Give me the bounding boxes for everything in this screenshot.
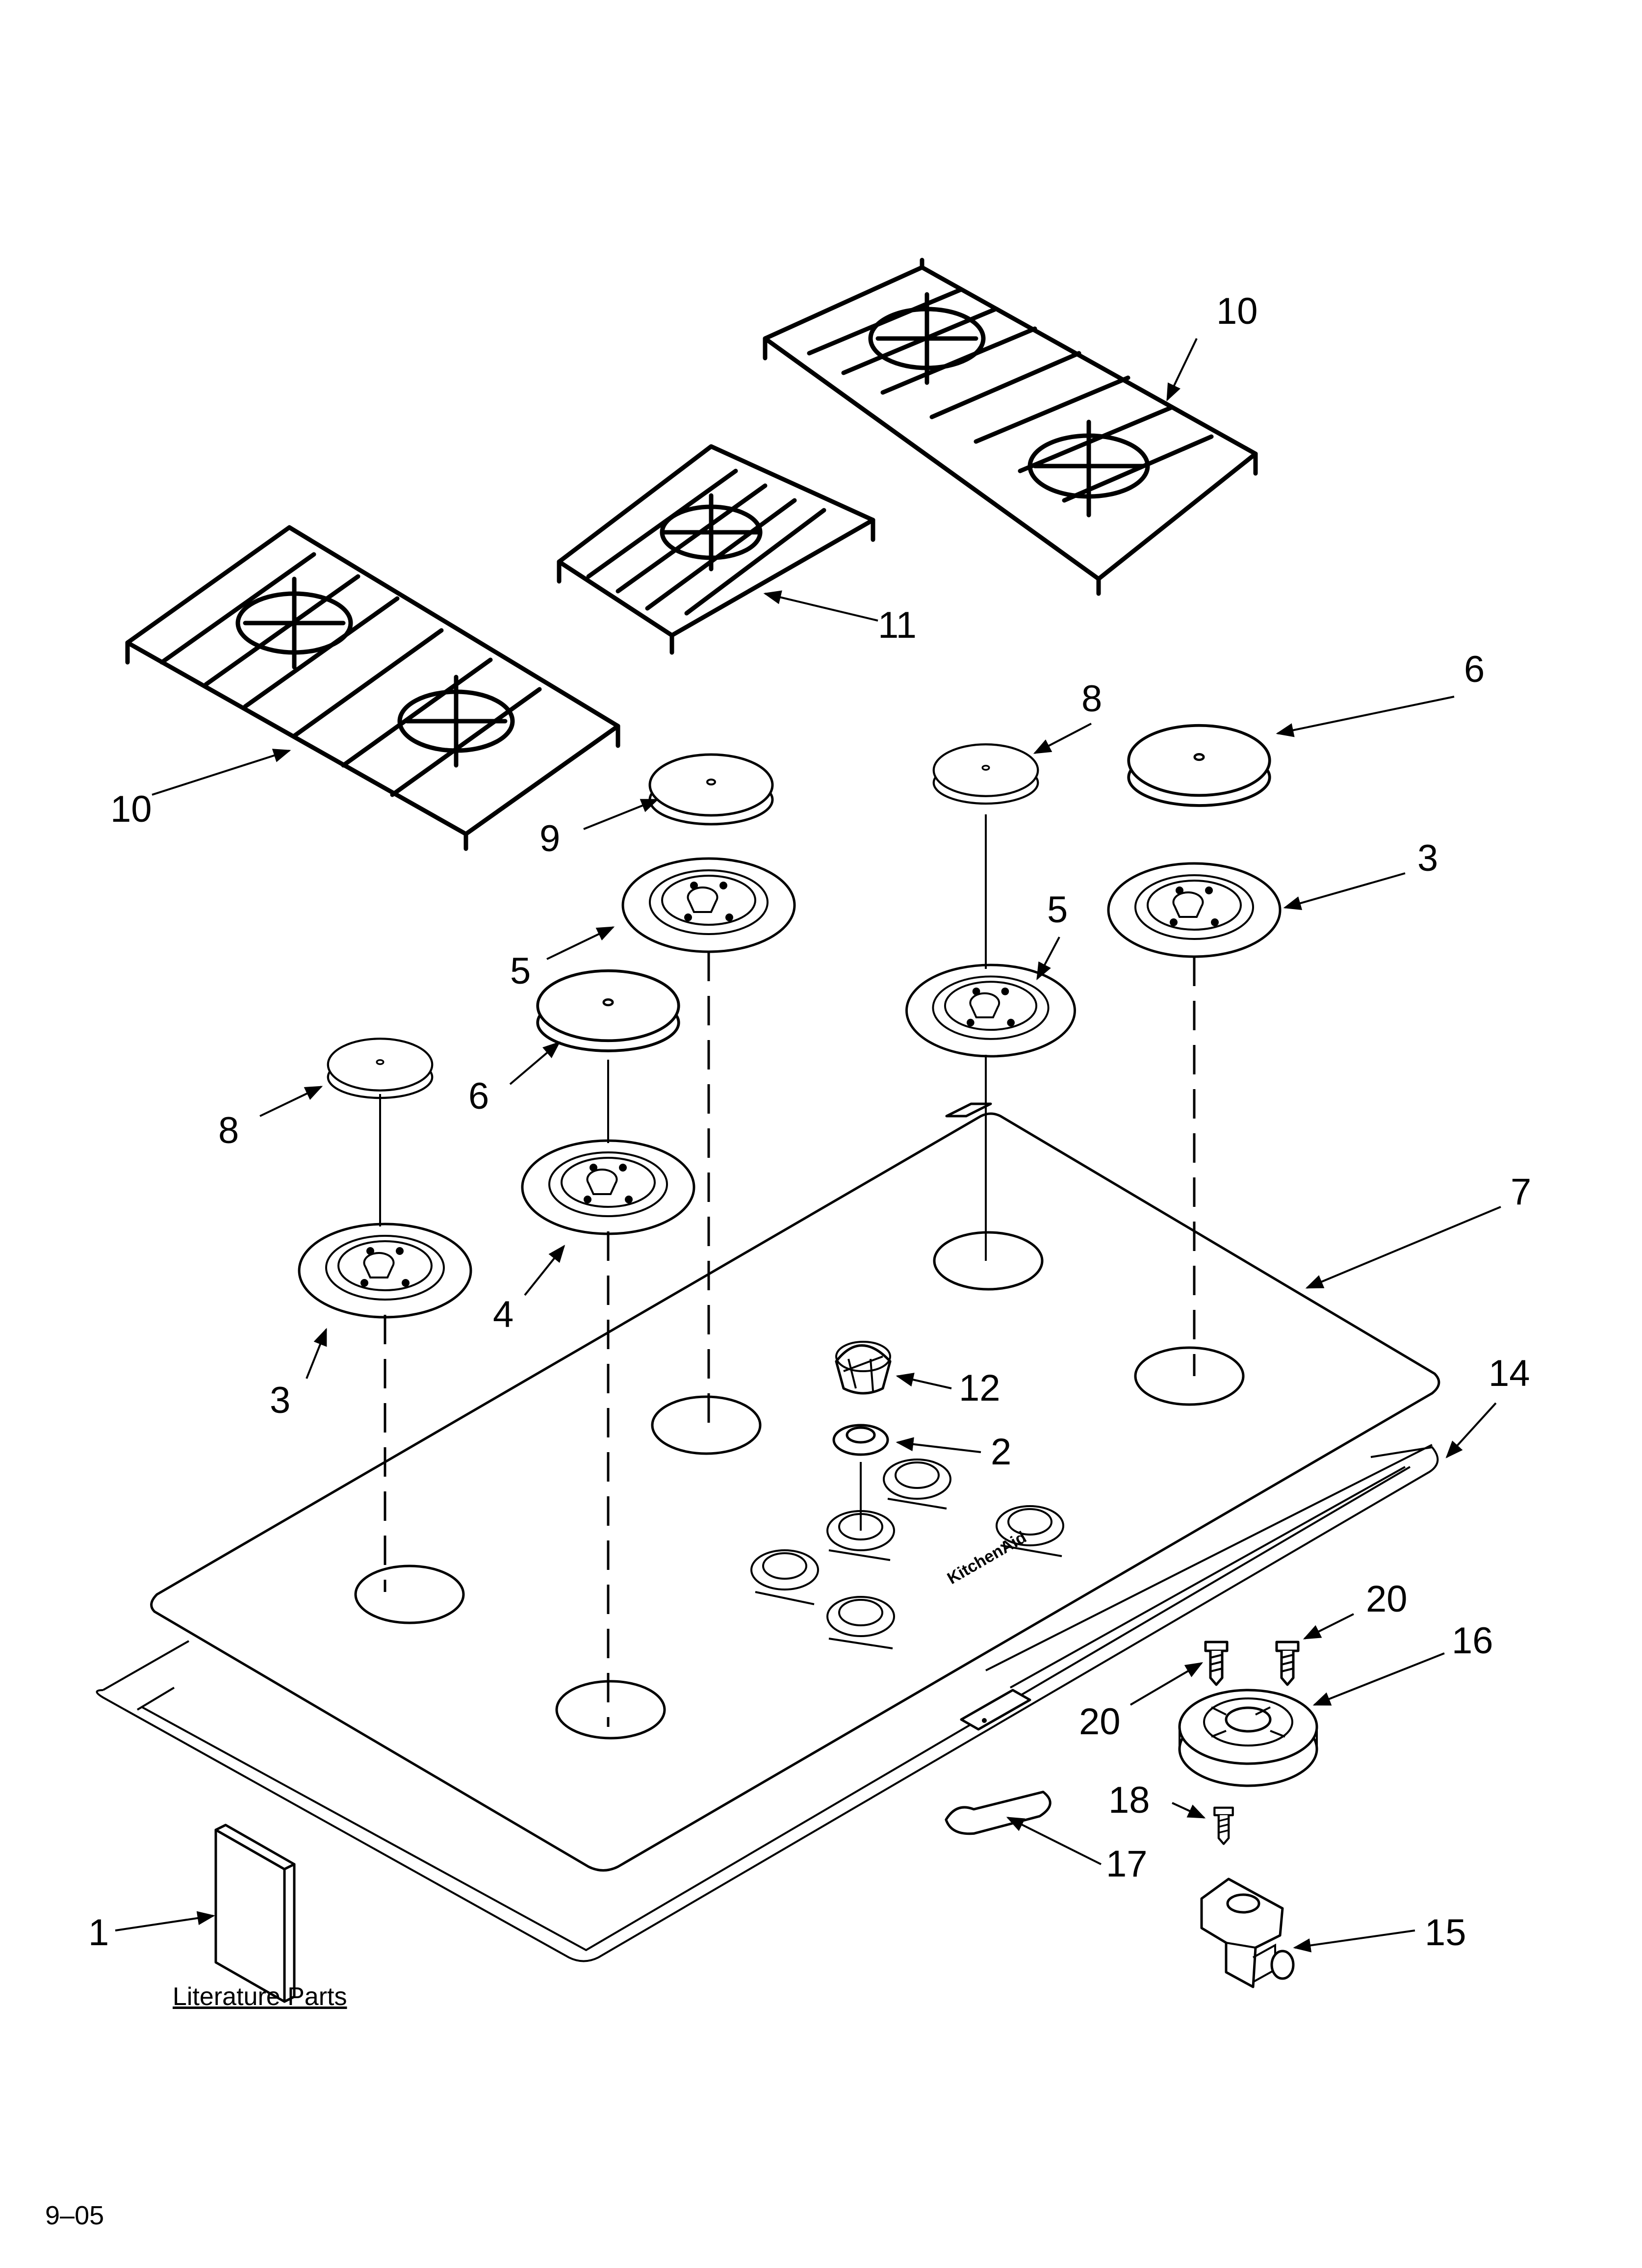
assembly-lines: [379, 814, 1196, 1727]
callout-8-right: 8: [1081, 678, 1102, 720]
control-knob-rings: [750, 1459, 1064, 1649]
callout-5-right: 5: [1047, 889, 1068, 931]
screw-20-left: [1206, 1642, 1227, 1685]
callout-20-right: 20: [1366, 1578, 1408, 1620]
burner-hole-front-center: [557, 1681, 665, 1738]
literature-binder: [214, 1824, 296, 2003]
callout-17: 17: [1106, 1843, 1148, 1885]
burner-cap-6-left: [538, 971, 679, 1051]
burner-hole-right: [1135, 1348, 1243, 1405]
callout-14: 14: [1488, 1353, 1530, 1394]
callout-15: 15: [1425, 1912, 1466, 1954]
burner-cap-8-left: [328, 1039, 433, 1098]
callout-8-left: 8: [218, 1110, 239, 1151]
screw-18: [1214, 1808, 1232, 1844]
trim-frame: [96, 1444, 1439, 1962]
callout-20-left: 20: [1079, 1701, 1121, 1743]
callout-5-left: 5: [510, 950, 531, 992]
burner-cap-8-right: [934, 744, 1038, 804]
grate-right: [763, 258, 1258, 596]
callout-12: 12: [959, 1367, 1001, 1409]
grommet-17: [945, 1791, 1052, 1835]
callout-9: 9: [539, 818, 560, 860]
callout-3-right: 3: [1417, 837, 1438, 879]
revision-code: 9–05: [45, 2201, 104, 2230]
callout-16: 16: [1452, 1620, 1493, 1662]
burner-base-3-right: [1108, 863, 1280, 957]
grate-center: [557, 444, 875, 655]
callout-10-right: 10: [1216, 290, 1258, 332]
callout-6-left: 6: [468, 1075, 489, 1117]
burner-head-16: [1178, 1689, 1318, 1787]
burner-base-4: [522, 1141, 694, 1234]
grate-left: [125, 525, 620, 851]
callout-3-left: 3: [270, 1380, 290, 1421]
valve-collar: [832, 1424, 889, 1456]
callout-2: 2: [991, 1431, 1011, 1473]
burner-base-bracket-15: [1200, 1877, 1295, 1988]
callout-6-right: 6: [1464, 649, 1485, 690]
screw-20-right: [1277, 1642, 1298, 1685]
cooktop-glass: KitchenAid: [150, 1102, 1440, 1872]
burner-hole-front-left: [356, 1566, 463, 1623]
literature-parts-label: Literature Parts: [173, 1982, 347, 2011]
callout-11: 11: [878, 604, 917, 646]
burner-base-5-top: [623, 859, 795, 952]
callouts: 10 11 10 6 8 9 3 5 5 6 8 7 4 3 12 2 14 2…: [88, 290, 1531, 1954]
burner-base-3-left: [299, 1224, 471, 1317]
burner-cap-9: [650, 755, 772, 824]
callout-18: 18: [1108, 1779, 1150, 1821]
control-knob: [835, 1341, 892, 1395]
burner-base-5-right: [906, 965, 1075, 1056]
burner-hole-rear: [934, 1232, 1042, 1289]
leader-lines: [115, 338, 1501, 1953]
callout-7: 7: [1511, 1171, 1531, 1213]
callout-4: 4: [493, 1294, 513, 1335]
burner-hole-center: [652, 1397, 760, 1454]
callout-10-left: 10: [110, 788, 152, 830]
burner-cap-6-right: [1129, 726, 1270, 806]
callout-1: 1: [88, 1912, 109, 1954]
